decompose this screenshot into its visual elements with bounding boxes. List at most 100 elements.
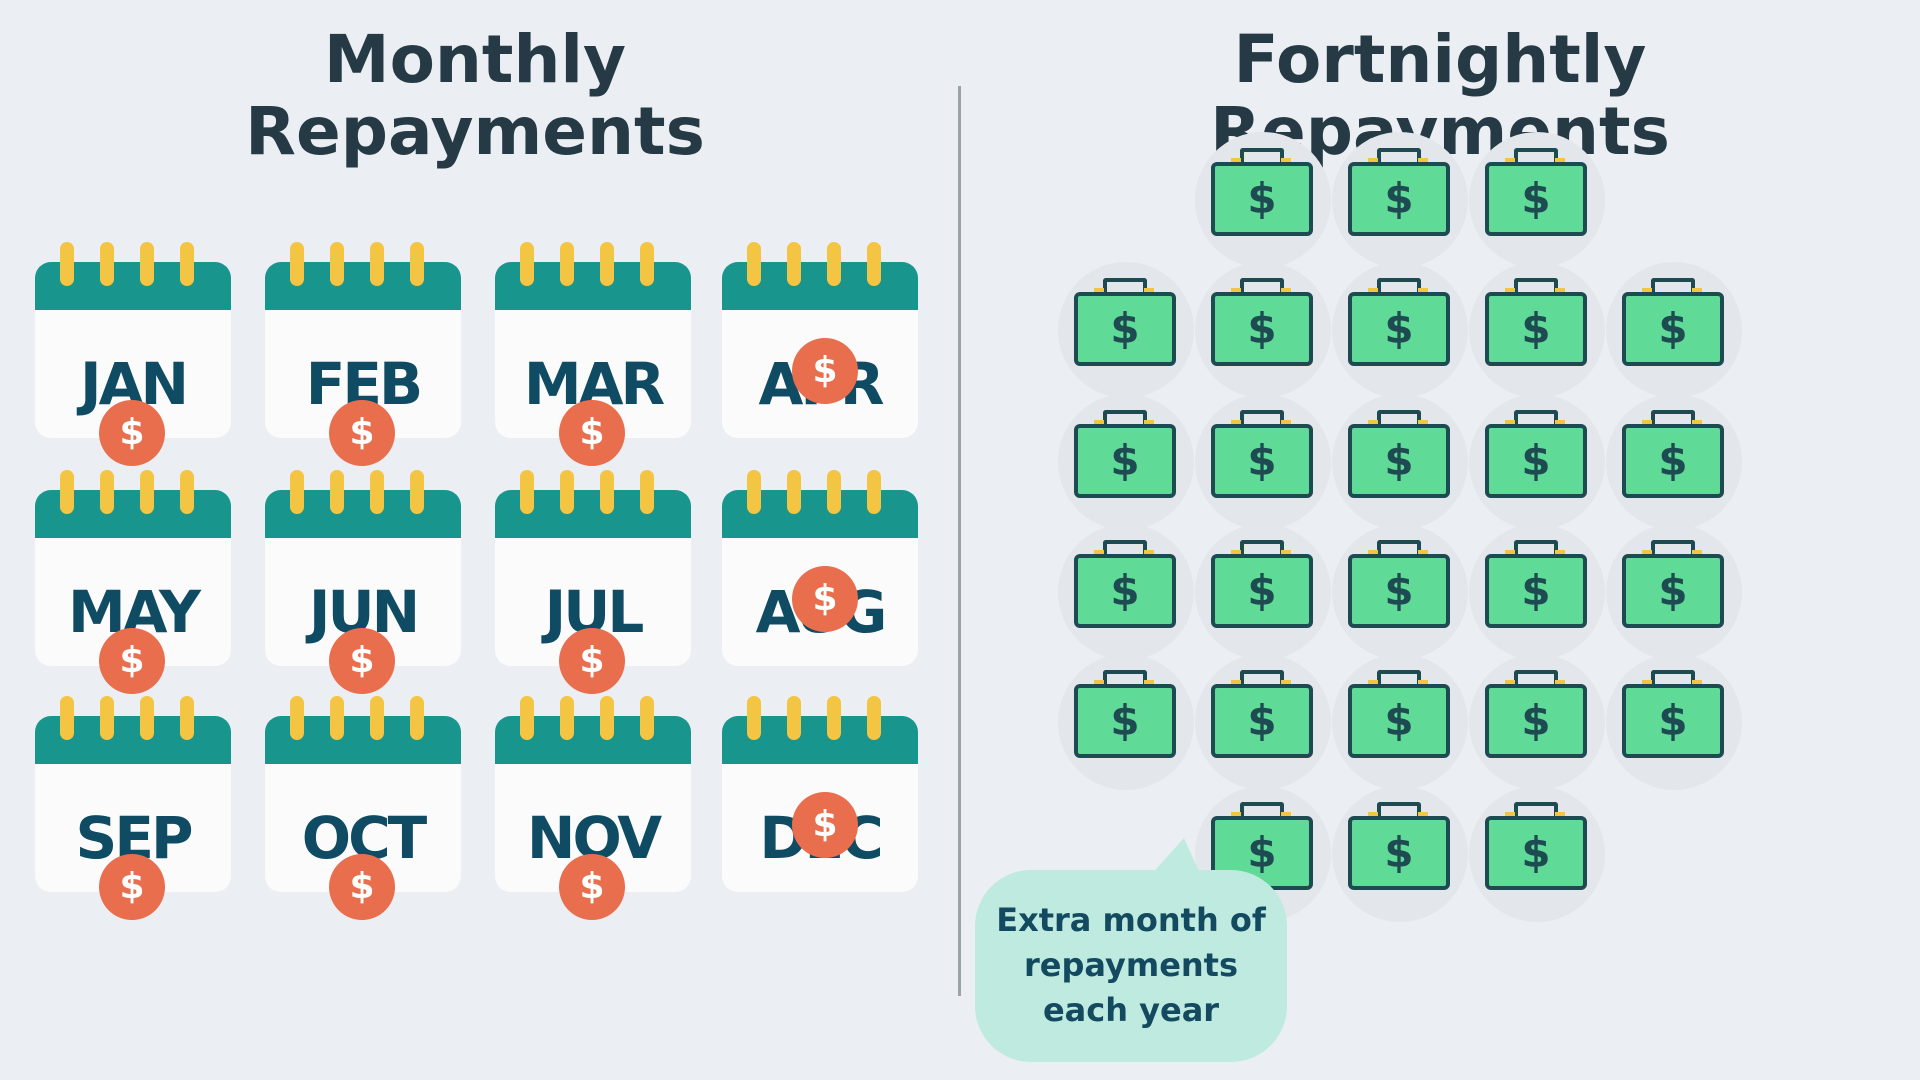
dollar-coin-icon: $ — [329, 854, 395, 920]
money-briefcase-icon: $ — [1211, 554, 1313, 628]
calendar-ring — [100, 470, 114, 514]
calendar-ring — [787, 470, 801, 514]
calendar-may: MAY$ — [35, 470, 231, 694]
money-briefcase-9: $ — [1195, 394, 1331, 530]
money-briefcase-20: $ — [1332, 654, 1468, 790]
money-briefcase-19: $ — [1195, 654, 1331, 790]
calendar-ring — [140, 470, 154, 514]
money-briefcase-icon: $ — [1485, 424, 1587, 498]
money-briefcase-22: $ — [1606, 654, 1742, 790]
fortnightly-title: Fortnightly Repayments — [1060, 24, 1820, 168]
panel-divider — [958, 86, 961, 996]
calendar-ring — [290, 242, 304, 286]
money-briefcase-12: $ — [1606, 394, 1742, 530]
money-briefcase-8: $ — [1058, 394, 1194, 530]
briefcase-handle — [1240, 540, 1284, 554]
callout-text: Extra month of repayments each year — [985, 898, 1277, 1033]
money-briefcase-icon: $ — [1485, 684, 1587, 758]
briefcase-handle — [1103, 410, 1147, 424]
calendar-dec: DEC$ — [722, 696, 918, 892]
money-briefcase-1: $ — [1332, 132, 1468, 268]
money-briefcase-icon: $ — [1485, 162, 1587, 236]
briefcase-handle — [1240, 278, 1284, 292]
calendar-ring — [827, 242, 841, 286]
money-briefcase-icon: $ — [1074, 424, 1176, 498]
briefcase-handle — [1514, 278, 1558, 292]
briefcase-handle — [1514, 802, 1558, 816]
money-briefcase-24: $ — [1332, 786, 1468, 922]
calendar-jun: JUN$ — [265, 470, 461, 694]
calendar-ring — [787, 696, 801, 740]
calendar-ring — [180, 470, 194, 514]
money-briefcase-icon: $ — [1485, 554, 1587, 628]
calendar-ring — [60, 470, 74, 514]
money-briefcase-icon: $ — [1622, 424, 1724, 498]
calendar-jan: JAN$ — [35, 242, 231, 466]
calendar-ring — [560, 696, 574, 740]
money-briefcase-14: $ — [1195, 524, 1331, 660]
money-briefcase-icon: $ — [1622, 554, 1724, 628]
briefcase-handle — [1377, 148, 1421, 162]
calendar-ring — [330, 242, 344, 286]
calendar-ring — [370, 696, 384, 740]
briefcase-handle — [1240, 670, 1284, 684]
calendar-icon: SEP — [35, 716, 231, 892]
calendar-ring — [100, 696, 114, 740]
money-briefcase-icon: $ — [1211, 292, 1313, 366]
money-briefcase-icon: $ — [1348, 424, 1450, 498]
calendar-ring — [867, 696, 881, 740]
calendar-ring — [787, 242, 801, 286]
money-briefcase-icon: $ — [1211, 424, 1313, 498]
calendar-ring — [60, 696, 74, 740]
calendar-jul: JUL$ — [495, 470, 691, 694]
money-briefcase-icon: $ — [1622, 292, 1724, 366]
briefcase-handle — [1240, 410, 1284, 424]
briefcase-handle — [1651, 540, 1695, 554]
dollar-coin-icon: $ — [99, 400, 165, 466]
briefcase-handle — [1651, 278, 1695, 292]
money-briefcase-5: $ — [1332, 262, 1468, 398]
dollar-coin-icon: $ — [99, 854, 165, 920]
money-briefcase-16: $ — [1469, 524, 1605, 660]
callout-line1: Extra month of — [996, 901, 1266, 939]
monthly-title-line2: Repayments — [245, 93, 705, 170]
briefcase-handle — [1514, 410, 1558, 424]
money-briefcase-21: $ — [1469, 654, 1605, 790]
calendar-ring — [867, 242, 881, 286]
calendar-ring — [867, 470, 881, 514]
calendar-ring — [370, 242, 384, 286]
monthly-title-line1: Monthly — [323, 21, 627, 98]
calendar-ring — [410, 470, 424, 514]
money-briefcase-18: $ — [1058, 654, 1194, 790]
money-briefcase-icon: $ — [1211, 684, 1313, 758]
money-briefcase-icon: $ — [1485, 816, 1587, 890]
money-briefcase-icon: $ — [1348, 816, 1450, 890]
money-briefcase-17: $ — [1606, 524, 1742, 660]
calendar-sep: SEP$ — [35, 696, 231, 920]
briefcase-handle — [1514, 670, 1558, 684]
calendar-ring — [600, 470, 614, 514]
money-briefcase-icon: $ — [1211, 162, 1313, 236]
money-briefcase-icon: $ — [1348, 554, 1450, 628]
money-briefcase-icon: $ — [1074, 292, 1176, 366]
calendar-ring — [560, 470, 574, 514]
dollar-coin-icon: $ — [329, 400, 395, 466]
calendar-ring — [290, 696, 304, 740]
briefcase-handle — [1514, 148, 1558, 162]
calendar-ring — [640, 470, 654, 514]
money-briefcase-0: $ — [1195, 132, 1331, 268]
calendar-ring — [600, 696, 614, 740]
calendar-ring — [827, 470, 841, 514]
money-briefcase-15: $ — [1332, 524, 1468, 660]
calendar-ring — [330, 470, 344, 514]
money-briefcase-25: $ — [1469, 786, 1605, 922]
money-briefcase-icon: $ — [1348, 684, 1450, 758]
money-briefcase-7: $ — [1606, 262, 1742, 398]
calendar-ring — [180, 242, 194, 286]
briefcase-handle — [1103, 540, 1147, 554]
briefcase-handle — [1651, 670, 1695, 684]
dollar-coin-icon: $ — [99, 628, 165, 694]
money-briefcase-10: $ — [1332, 394, 1468, 530]
money-briefcase-icon: $ — [1074, 554, 1176, 628]
calendar-apr: APR$ — [722, 242, 918, 438]
